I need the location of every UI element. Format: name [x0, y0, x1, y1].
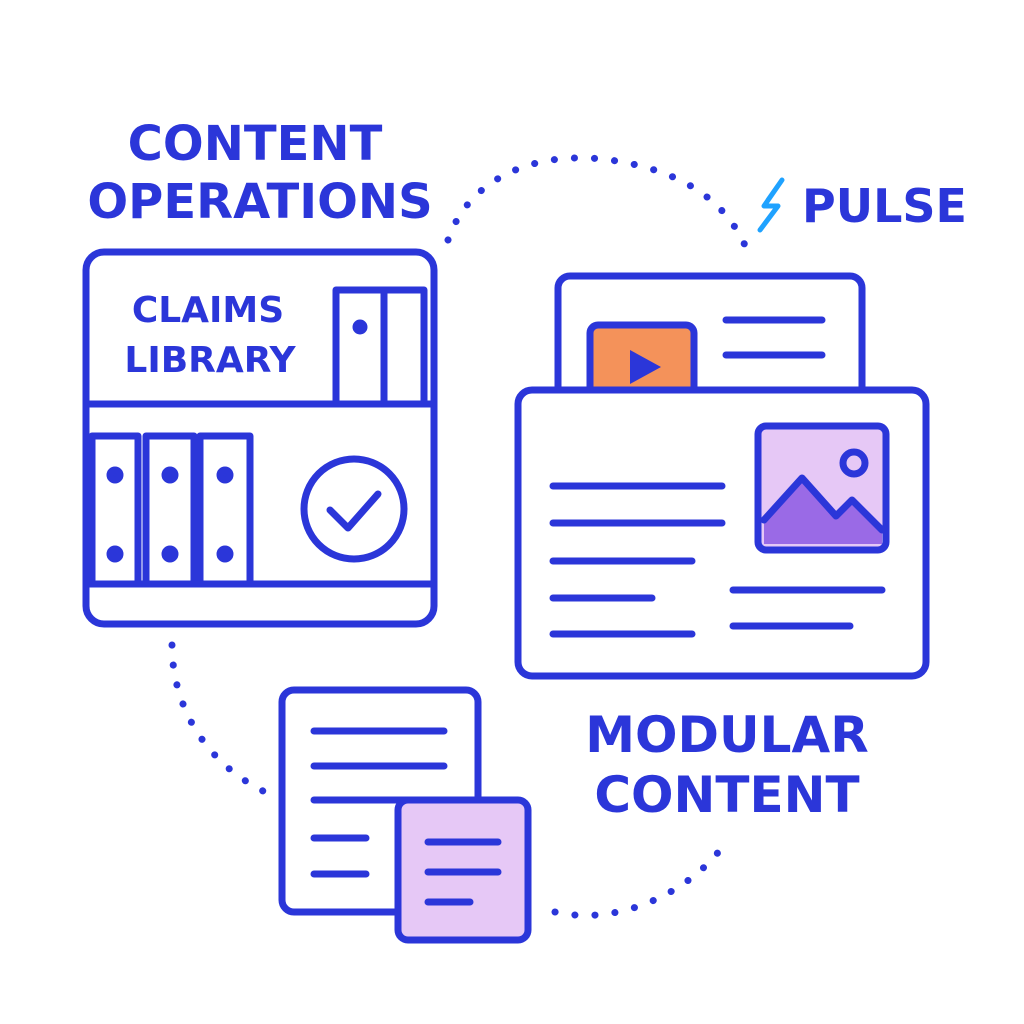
dotted-cycle-path [168, 154, 754, 919]
book-dot [106, 545, 124, 563]
claims-library-icon [82, 248, 438, 628]
mountain-image-icon [754, 422, 890, 554]
dotted-arc-top [444, 154, 754, 262]
book-upper-2 [380, 286, 428, 408]
book-dot [161, 466, 179, 484]
stacked-documents-icon [278, 686, 532, 944]
dotted-arc-left [168, 641, 269, 796]
modular-content-line1: MODULAR [585, 706, 868, 764]
book-dot [216, 545, 234, 563]
pulse-label: PULSE [802, 179, 967, 233]
modular-content-line2: CONTENT [594, 766, 859, 824]
claims-library-line2: LIBRARY [124, 340, 296, 381]
checkmark-circle-icon [300, 455, 408, 563]
diagram-title-line1: CONTENT [128, 116, 383, 172]
lightning-icon [757, 177, 785, 233]
book-dot [106, 466, 124, 484]
book-lower-1 [88, 432, 142, 588]
dotted-arc-bottom-right [551, 846, 724, 919]
book-upper-1-dot [352, 319, 368, 335]
book-dot [161, 545, 179, 563]
modular-content-icon [514, 272, 930, 680]
claims-library-line1: CLAIMS [132, 290, 284, 331]
book-lower-3 [196, 432, 254, 588]
book-lower-2 [142, 432, 198, 588]
book-dot [216, 466, 234, 484]
diagram-title-line2: OPERATIONS [87, 174, 432, 230]
